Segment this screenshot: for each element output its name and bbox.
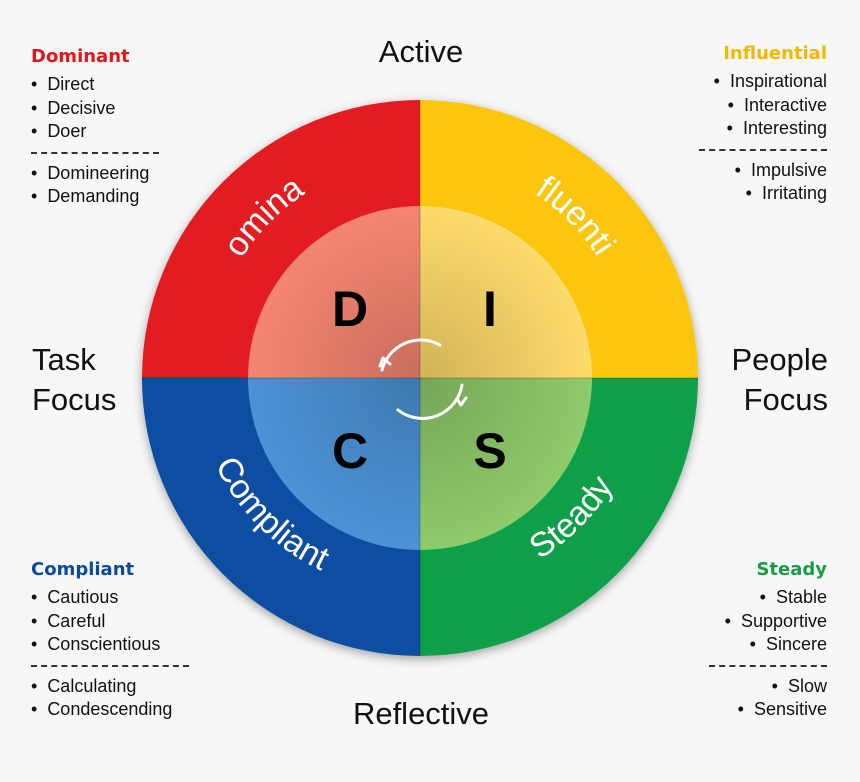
list-item: Stable [627, 586, 827, 610]
quadrant-letter-c: C [332, 423, 368, 479]
trait-list: Cautious Careful Conscientious [31, 586, 231, 657]
overuse-list: Calculating Condescending [31, 675, 231, 722]
axis-label-line: Focus [32, 382, 117, 417]
axis-label-active: Active [378, 34, 464, 69]
trait-list: Inspirational Interactive Interesting [627, 70, 827, 141]
panel-title: Compliant [31, 559, 135, 580]
dashed-divider [31, 151, 159, 154]
dashed-divider [709, 664, 827, 667]
quadrant-letter-s: S [473, 423, 506, 479]
overuse-list: Domineering Demanding [31, 162, 231, 209]
trait-list: Stable Supportive Sincere [627, 586, 827, 657]
list-item: Careful [31, 610, 231, 634]
list-item: Sincere [627, 633, 827, 657]
overuse-list: Impulsive Irritating [627, 159, 827, 206]
trait-list: Direct Decisive Doer [31, 73, 231, 144]
axis-label-line: People [731, 342, 828, 377]
dominant-panel: Dominant Direct Decisive Doer Domineerin… [31, 46, 231, 209]
list-item: Decisive [31, 97, 231, 121]
list-item: Irritating [627, 182, 827, 206]
quadrant-name-dominant: Dominant [0, 0, 310, 263]
dashed-divider [699, 148, 827, 151]
inner-shading [248, 206, 592, 550]
dashed-divider [31, 664, 189, 667]
axis-label-people-focus: People Focus [688, 340, 828, 420]
list-item: Cautious [31, 586, 231, 610]
list-item: Sensitive [627, 698, 827, 722]
axis-label-line: Task [32, 342, 96, 377]
list-item: Interesting [627, 117, 827, 141]
axis-label-reflective: Reflective [352, 696, 490, 731]
quadrant-letter-i: I [483, 281, 497, 337]
list-item: Conscientious [31, 633, 231, 657]
list-item: Slow [627, 675, 827, 699]
list-item: Supportive [627, 610, 827, 634]
compliant-panel: Compliant Cautious Careful Conscientious… [31, 559, 231, 722]
overuse-list: Slow Sensitive [627, 675, 827, 722]
list-item: Calculating [31, 675, 231, 699]
list-item: Interactive [627, 94, 827, 118]
panel-title: Steady [756, 559, 827, 580]
list-item: Condescending [31, 698, 231, 722]
panel-title: Dominant [31, 46, 130, 67]
axis-label-task-focus: Task Focus [32, 340, 152, 420]
list-item: Demanding [31, 185, 231, 209]
steady-panel: Steady Stable Supportive Sincere Slow Se… [627, 559, 827, 722]
quadrant-letter-d: D [332, 281, 368, 337]
list-item: Domineering [31, 162, 231, 186]
axis-label-line: Focus [743, 382, 828, 417]
panel-title: Influential [723, 43, 827, 64]
influential-panel: Influential Inspirational Interactive In… [627, 43, 827, 206]
list-item: Inspirational [627, 70, 827, 94]
list-item: Direct [31, 73, 231, 97]
list-item: Doer [31, 120, 231, 144]
circular-arrows-icon [378, 338, 468, 420]
list-item: Impulsive [627, 159, 827, 183]
